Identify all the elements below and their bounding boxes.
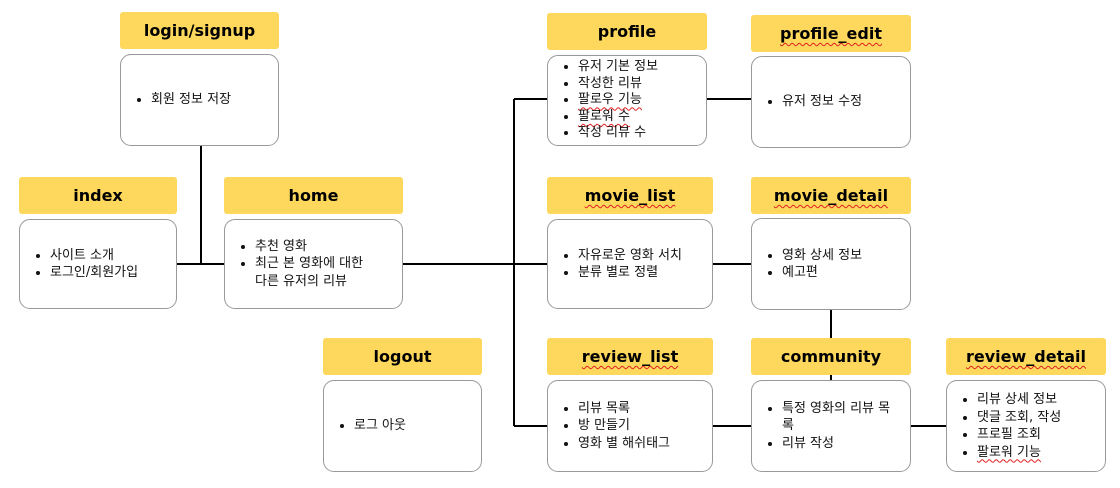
list-item: 작성 리뷰 수: [578, 125, 658, 142]
node-review-list: review_list 리뷰 목록 방 만들기 영화 별 해쉬태그: [547, 338, 713, 472]
list-item: 최근 본 영화에 대한 다른 유저의 리뷰: [255, 255, 375, 290]
list-item: 작성한 리뷰: [578, 76, 658, 93]
node-community: community 특정 영화의 리뷰 목록 리뷰 작성: [751, 338, 911, 472]
list-item: 팔로워 수: [578, 109, 658, 126]
list-item: 팔로워 기능: [977, 444, 1061, 462]
node-list-logout: 로그 아웃: [324, 417, 414, 435]
node-title-profile: profile: [547, 13, 707, 50]
node-title-movie-detail: movie_detail: [751, 177, 911, 214]
node-list-community: 특정 영화의 리뷰 목록 리뷰 작성: [752, 400, 910, 453]
node-list-home: 추천 영화 최근 본 영화에 대한 다른 유저의 리뷰: [225, 238, 383, 291]
list-item: 리뷰 목록: [578, 400, 670, 418]
node-profile-edit: profile_edit 유저 정보 수정: [751, 15, 911, 148]
node-title-movie-list: movie_list: [547, 177, 713, 214]
node-title-logout: logout: [323, 338, 482, 375]
node-title-review-list: review_list: [547, 338, 713, 375]
node-list-profile: 유저 기본 정보 작성한 리뷰 팔로우 기능 팔로워 수 작성 리뷰 수: [548, 59, 666, 142]
node-card-profile: 유저 기본 정보 작성한 리뷰 팔로우 기능 팔로워 수 작성 리뷰 수: [547, 55, 707, 146]
list-item: 사이트 소개: [50, 247, 138, 265]
node-home: home 추천 영화 최근 본 영화에 대한 다른 유저의 리뷰: [224, 177, 403, 309]
list-item: 회원 정보 저장: [151, 91, 231, 109]
node-movie-list: movie_list 자유로운 영화 서치 분류 별로 정렬: [547, 177, 713, 309]
node-card-index: 사이트 소개 로그인/회원가입: [19, 219, 177, 309]
node-card-movie-detail: 영화 상세 정보 예고편: [751, 218, 911, 310]
list-item: 추천 영화: [255, 238, 375, 256]
node-profile: profile 유저 기본 정보 작성한 리뷰 팔로우 기능 팔로워 수 작성 …: [547, 13, 707, 146]
node-title-text: movie_list: [584, 186, 676, 205]
node-movie-detail: movie_detail 영화 상세 정보 예고편: [751, 177, 911, 310]
node-list-movie-detail: 영화 상세 정보 예고편: [752, 247, 870, 282]
list-item: 영화 상세 정보: [782, 247, 862, 265]
list-item: 프로필 조회: [977, 426, 1061, 444]
node-list-index: 사이트 소개 로그인/회원가입: [20, 247, 146, 282]
node-title-profile-edit: profile_edit: [751, 15, 911, 52]
list-item: 특정 영화의 리뷰 목록: [782, 400, 902, 435]
node-list-movie-list: 자유로운 영화 서치 분류 별로 정렬: [548, 247, 690, 282]
node-list-review-detail: 리뷰 상세 정보 댓글 조회, 작성 프로필 조회 팔로워 기능: [947, 391, 1069, 461]
node-card-profile-edit: 유저 정보 수정: [751, 56, 911, 148]
node-title-review-detail: review_detail: [946, 338, 1106, 375]
list-item: 로그 아웃: [354, 417, 406, 435]
node-title-index: index: [19, 177, 177, 214]
node-card-review-list: 리뷰 목록 방 만들기 영화 별 해쉬태그: [547, 380, 713, 472]
list-item: 리뷰 작성: [782, 435, 902, 453]
node-title-text: movie_detail: [773, 186, 889, 205]
node-title-home: home: [224, 177, 403, 214]
node-card-login-signup: 회원 정보 저장: [120, 54, 279, 146]
list-item: 유저 기본 정보: [578, 59, 658, 76]
node-list-profile-edit: 유저 정보 수정: [752, 93, 870, 111]
node-title-text: review_list: [581, 347, 679, 366]
list-item: 팔로우 기능: [578, 92, 658, 109]
list-item: 리뷰 상세 정보: [977, 391, 1061, 409]
node-card-review-detail: 리뷰 상세 정보 댓글 조회, 작성 프로필 조회 팔로워 기능: [946, 380, 1106, 472]
node-title-community: community: [751, 338, 911, 375]
node-list-login-signup: 회원 정보 저장: [121, 91, 239, 109]
list-item: 예고편: [782, 264, 862, 282]
node-title-login-signup: login/signup: [120, 12, 279, 49]
list-item: 방 만들기: [578, 417, 670, 435]
node-title-text: review_detail: [965, 347, 1086, 366]
list-item: 분류 별로 정렬: [578, 264, 682, 282]
node-logout: logout 로그 아웃: [323, 338, 482, 472]
node-card-logout: 로그 아웃: [323, 380, 482, 472]
list-item: 유저 정보 수정: [782, 93, 862, 111]
list-item: 영화 별 해쉬태그: [578, 435, 670, 453]
node-card-movie-list: 자유로운 영화 서치 분류 별로 정렬: [547, 219, 713, 309]
node-card-home: 추천 영화 최근 본 영화에 대한 다른 유저의 리뷰: [224, 219, 403, 309]
node-index: index 사이트 소개 로그인/회원가입: [19, 177, 177, 309]
node-card-community: 특정 영화의 리뷰 목록 리뷰 작성: [751, 380, 911, 472]
node-review-detail: review_detail 리뷰 상세 정보 댓글 조회, 작성 프로필 조회 …: [946, 338, 1106, 472]
node-list-review-list: 리뷰 목록 방 만들기 영화 별 해쉬태그: [548, 400, 678, 453]
node-login-signup: login/signup 회원 정보 저장: [120, 12, 279, 146]
list-item: 자유로운 영화 서치: [578, 247, 682, 265]
node-title-text: profile_edit: [780, 24, 882, 43]
list-item: 로그인/회원가입: [50, 264, 138, 282]
list-item: 댓글 조회, 작성: [977, 409, 1061, 427]
